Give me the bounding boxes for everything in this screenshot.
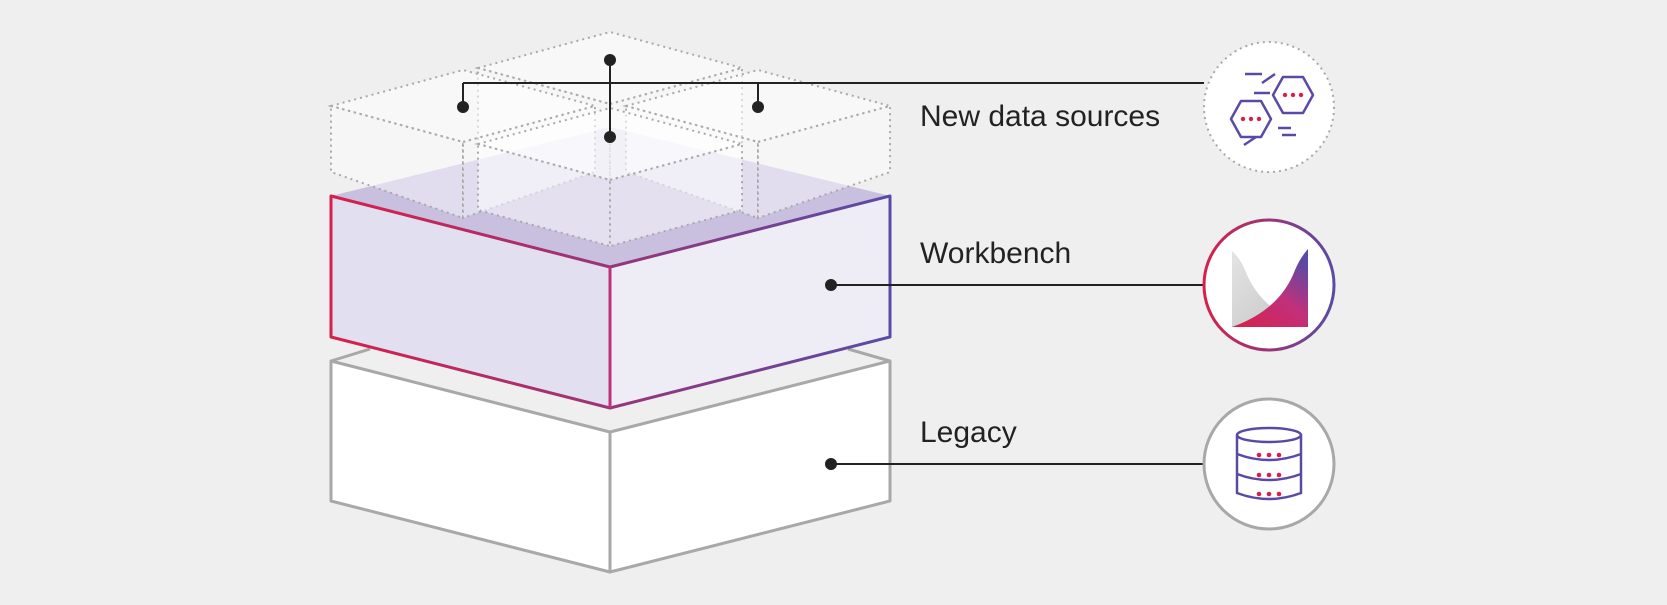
workbench-box-left-face xyxy=(331,196,610,408)
new-data-sources-connector-dots xyxy=(457,54,764,143)
legacy-box-right-face xyxy=(608,359,892,574)
legacy-layer-box xyxy=(329,347,892,574)
workbench-logo-icon xyxy=(1202,218,1336,352)
new-data-sources-label: New data sources xyxy=(920,100,1160,133)
legacy-box-back-edge xyxy=(330,347,371,363)
legacy-connector xyxy=(825,458,1204,470)
legacy-label: Legacy xyxy=(920,416,1017,449)
hexagon-cluster-icon xyxy=(1203,41,1335,173)
workbench-box-right-face xyxy=(610,196,890,408)
database-icon xyxy=(1202,397,1336,531)
workbench-label: Workbench xyxy=(920,237,1071,270)
legacy-box-back-edge-right xyxy=(847,347,891,363)
workbench-connector xyxy=(825,279,1204,291)
data-source-cube-front xyxy=(474,106,746,248)
